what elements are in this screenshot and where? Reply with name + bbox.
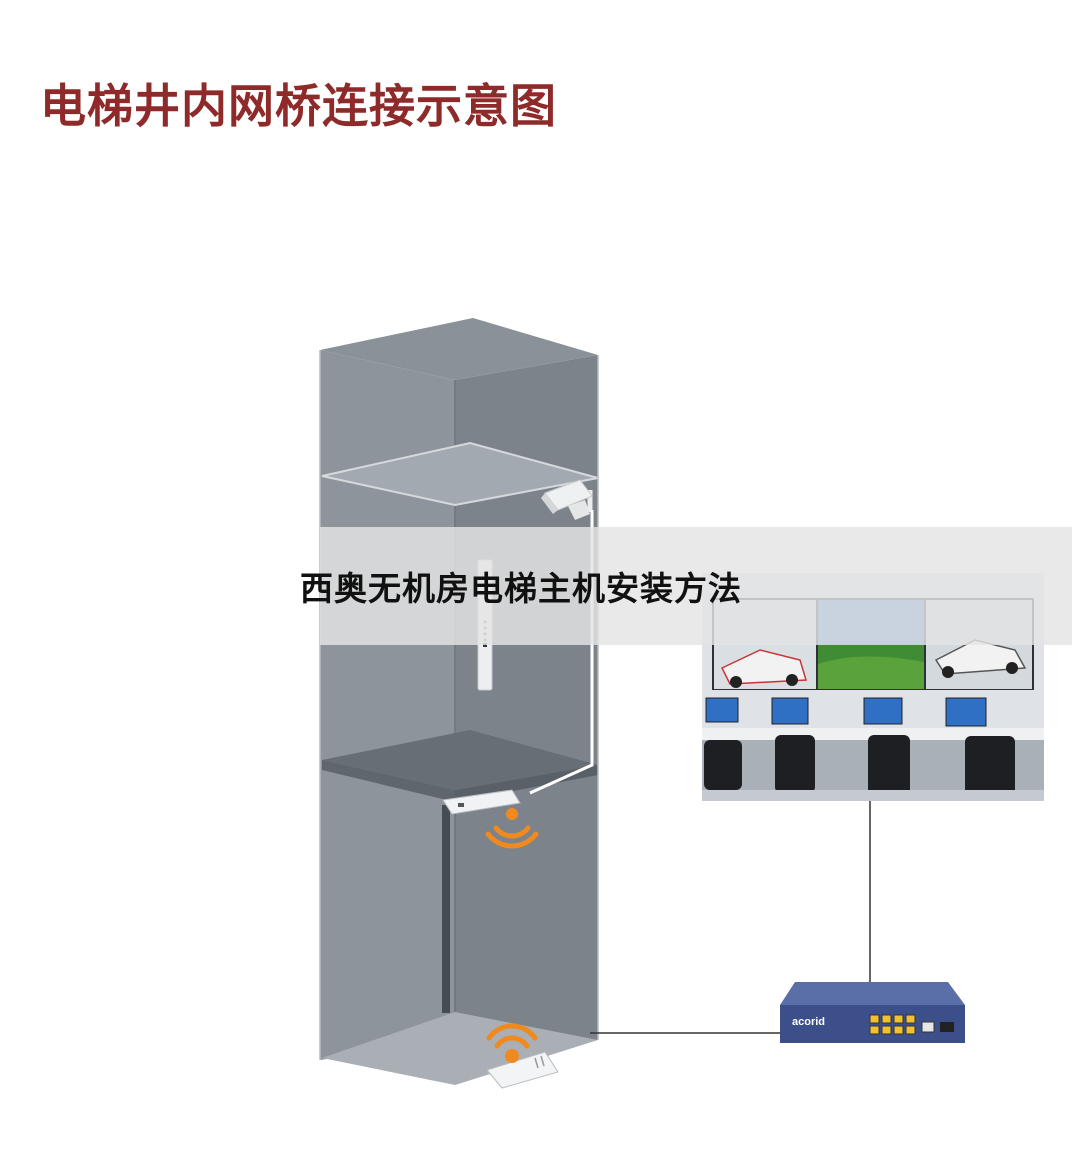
elevator-car-platform (322, 730, 598, 790)
page-title: 电梯井内网桥连接示意图 (40, 79, 557, 133)
ethernet-ports (869, 1014, 916, 1035)
elevator-shaft (319, 318, 599, 1085)
guide-rail (442, 805, 450, 1013)
wifi-signal-icon (485, 808, 539, 849)
wifi-signal-icon (486, 1023, 538, 1063)
network-switch: acorid (780, 982, 965, 1043)
overlay-title: 西奥无机房电梯主机安装方法 (300, 569, 742, 608)
wireless-bridge-device (442, 789, 521, 815)
shaft-roof (320, 318, 598, 380)
desk-monitor (863, 697, 903, 725)
cctv-camera-icon (541, 479, 593, 520)
pit-bridge-device (486, 1051, 559, 1089)
overlay-banner (320, 527, 1072, 645)
desk-monitor (705, 697, 739, 723)
office-chairs (704, 735, 1015, 798)
shaft-back-wall (455, 355, 598, 1040)
desk-monitor (771, 697, 809, 725)
desk-monitor (945, 697, 987, 727)
switch-brand-label: acorid (792, 1016, 825, 1028)
